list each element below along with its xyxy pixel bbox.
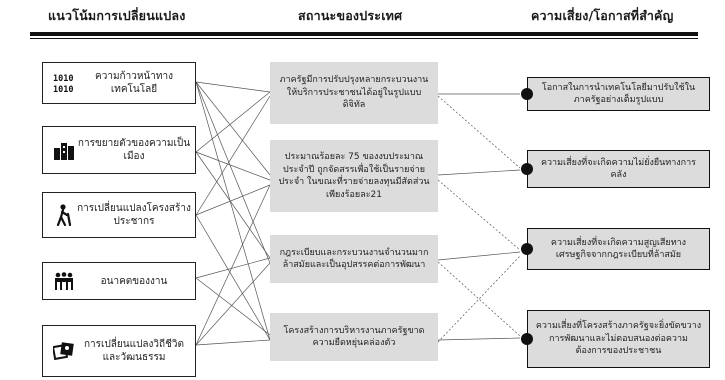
risk-box-fiscal: ความเสี่ยงที่จะเกิดความไม่ยั่งยืนทางการค… — [521, 150, 710, 188]
connector-dot — [521, 88, 533, 100]
trend-box-technology: 1010 1010 ความก้าวหน้าทางเทคโนโลยี — [42, 62, 196, 104]
svg-text:1010: 1010 — [53, 74, 73, 84]
state-box-structure: โครงสร้างการบริหารงานภาครัฐขาดความยืดหยุ… — [270, 313, 438, 361]
risk-text: ความเสี่ยงที่จะเกิดความไม่ยั่งยืนทางการค… — [540, 157, 697, 181]
connector-dot — [521, 163, 533, 175]
trend-box-future-of-work: อนาคตของงาน — [42, 262, 196, 300]
connector-dot — [521, 333, 533, 345]
city-buildings-icon — [51, 140, 77, 160]
header-rule-thick — [30, 32, 698, 36]
connector-dot — [521, 243, 533, 255]
svg-text:1010: 1010 — [53, 85, 73, 94]
header-trends: แนวโน้มการเปลี่ยนแปลง — [48, 8, 186, 23]
trend-box-lifestyle-culture: การเปลี่ยนแปลงวิถีชีวิตและวัฒนธรรม — [42, 325, 196, 377]
risk-text: ความเสี่ยงที่จะเกิดความสูญเสียทางเศรษฐกิ… — [550, 237, 687, 261]
workers-group-icon — [51, 271, 77, 291]
trend-label: การเปลี่ยนแปลงวิถีชีวิตและวัฒนธรรม — [84, 339, 184, 363]
risk-box-technology-opportunity: โอกาสในการนำเทคโนโลยีมาปรับใช้ในภาครัฐอย… — [521, 77, 710, 111]
state-box-budget: ประมาณร้อยละ 75 ของงบประมาณประจำปี ถูกจั… — [270, 140, 438, 212]
state-box-regulations: กฎระเบียบและกระบวนงานจำนวนมากล้าสมัยและเ… — [270, 235, 438, 283]
lifestyle-photos-icon — [51, 341, 77, 361]
trend-box-demographics: การเปลี่ยนแปลงโครงสร้างประชากร — [42, 192, 196, 238]
state-box-digital-services: ภาครัฐมีการปรับปรุงหลายกระบวนงานให้บริกา… — [270, 62, 438, 124]
header-rule-thin — [30, 38, 698, 39]
header-risks-opportunities: ความเสี่ยง/โอกาสที่สำคัญ — [531, 8, 674, 23]
risk-text: โอกาสในการนำเทคโนโลยีมาปรับใช้ในภาครัฐอย… — [541, 82, 696, 106]
binary-code-icon: 1010 1010 — [51, 72, 77, 94]
risk-box-economic-loss: ความเสี่ยงที่จะเกิดความสูญเสียทางเศรษฐกิ… — [521, 228, 710, 270]
header-country-state: สถานะของประเทศ — [298, 8, 403, 23]
trend-label: ความก้าวหน้าทางเทคโนโลยี — [95, 71, 173, 95]
risk-box-structure: ความเสี่ยงที่โครงสร้างภาครัฐจะยิ่งขัดขวา… — [521, 310, 710, 368]
trend-label: การขยายตัวของความเป็นเมือง — [77, 138, 191, 162]
trend-label: การเปลี่ยนแปลงโครงสร้างประชากร — [77, 203, 191, 227]
trend-box-urbanization: การขยายตัวของความเป็นเมือง — [42, 126, 196, 174]
elderly-person-icon — [51, 204, 77, 226]
trend-label: อนาคตของงาน — [100, 275, 168, 287]
risk-text: ความเสี่ยงที่โครงสร้างภาครัฐจะยิ่งขัดขวา… — [535, 321, 702, 357]
